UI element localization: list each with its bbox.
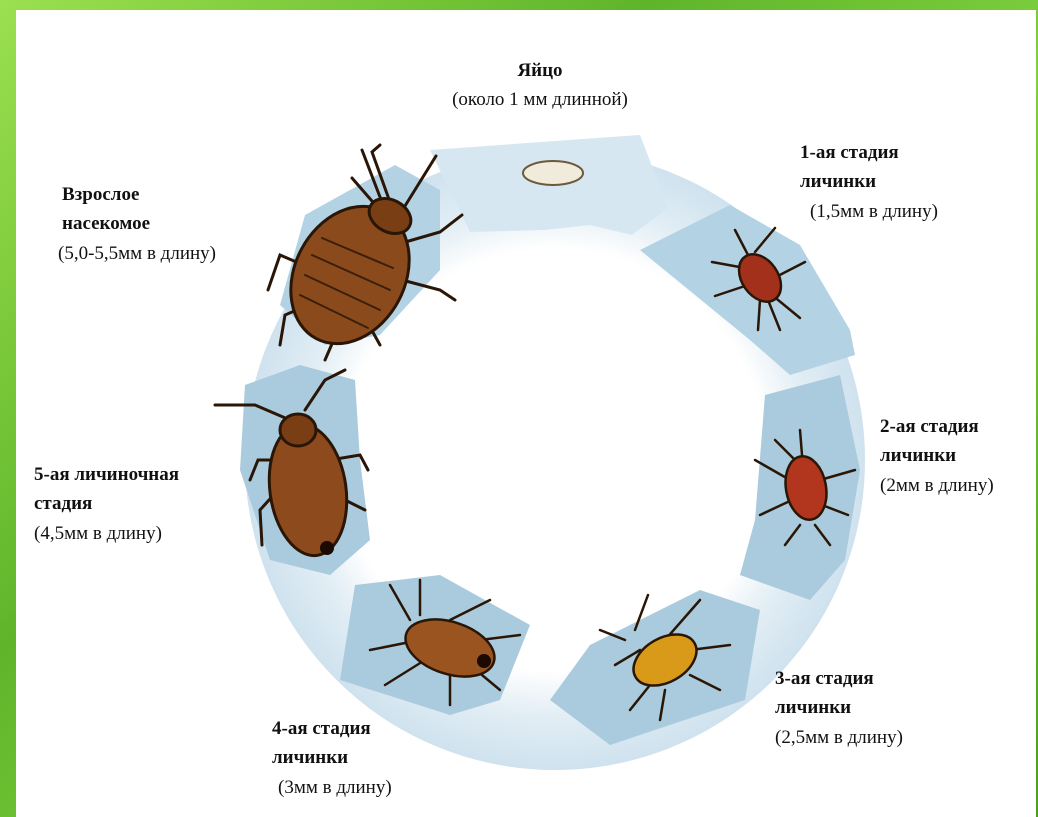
nymph5-name-1: 5-ая личиночная	[34, 460, 264, 489]
stage-nymph1-label: 1-ая стадия личинки (1,5мм в длину)	[800, 138, 1030, 226]
nymph3-name-1: 3-ая стадия	[775, 664, 1015, 693]
egg-name: Яйцо	[400, 56, 680, 85]
nymph4-size: (3мм в длину)	[278, 773, 512, 802]
stage-nymph3-label: 3-ая стадия личинки (2,5мм в длину)	[775, 664, 1015, 752]
stage-nymph2-label: 2-ая стадия личинки (2мм в длину)	[880, 412, 1035, 500]
nymph3-size: (2,5мм в длину)	[775, 723, 1015, 752]
stage-adult-label: Взрослое насекомое (5,0-5,5мм в длину)	[62, 180, 302, 268]
nymph2-size: (2мм в длину)	[880, 471, 1035, 500]
nymph4-name-1: 4-ая стадия	[272, 714, 512, 743]
stage-egg-label: Яйцо (около 1 мм длинной)	[400, 56, 680, 115]
nymph5-size: (4,5мм в длину)	[34, 519, 264, 548]
nymph2-name-2: личинки	[880, 441, 1035, 470]
nymph1-name-1: 1-ая стадия	[800, 138, 1030, 167]
adult-name-2: насекомое	[62, 209, 302, 238]
nymph1-name-2: личинки	[800, 167, 1030, 196]
stage-nymph4-label: 4-ая стадия личинки (3мм в длину)	[272, 714, 512, 802]
adult-size: (5,0-5,5мм в длину)	[58, 239, 302, 268]
nymph3-name-2: личинки	[775, 693, 1015, 722]
nymph5-name-2: стадия	[34, 489, 264, 518]
egg-icon	[523, 161, 583, 185]
adult-name-1: Взрослое	[62, 180, 302, 209]
stage-nymph5-label: 5-ая личиночная стадия (4,5мм в длину)	[34, 460, 264, 548]
nymph2-name-1: 2-ая стадия	[880, 412, 1035, 441]
egg-size: (около 1 мм длинной)	[400, 85, 680, 114]
nymph4-name-2: личинки	[272, 743, 512, 772]
nymph1-size: (1,5мм в длину)	[810, 197, 1030, 226]
